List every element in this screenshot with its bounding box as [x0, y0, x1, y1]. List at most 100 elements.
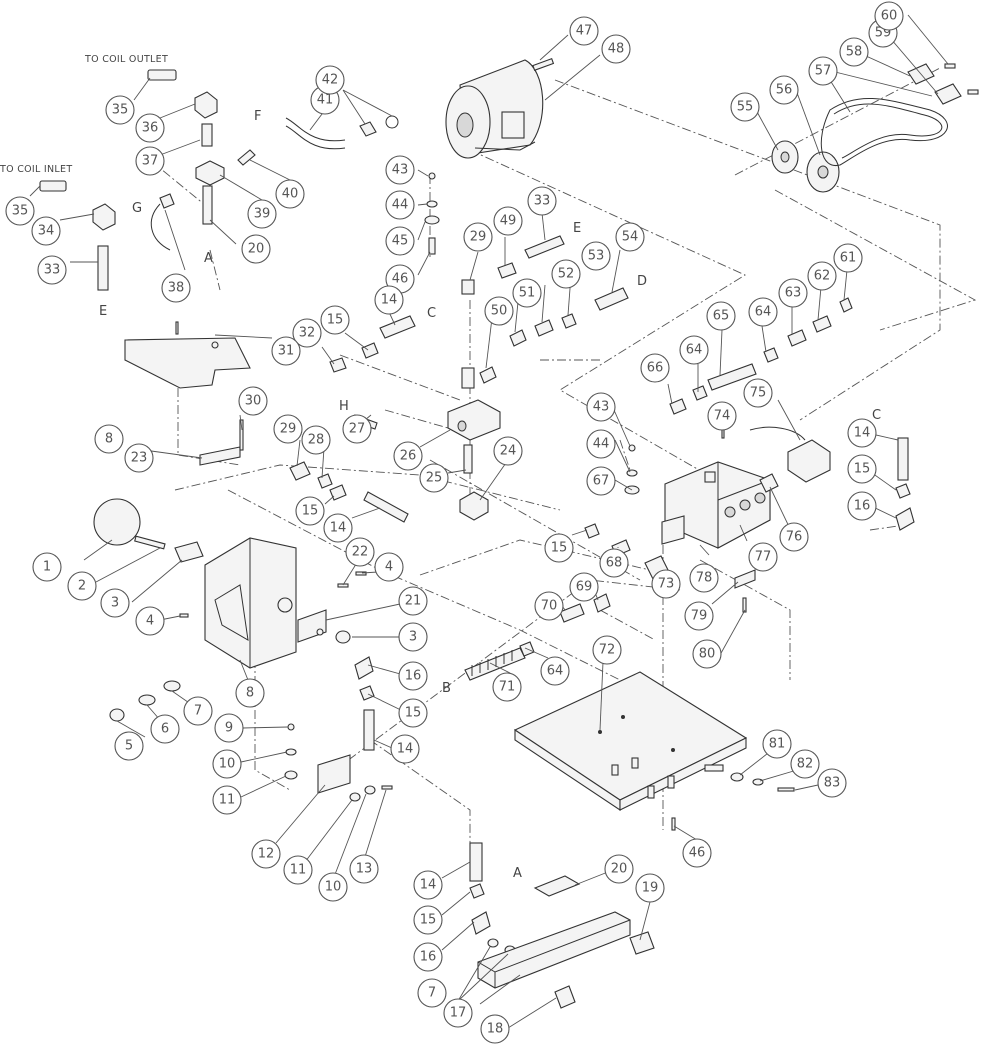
svg-text:22: 22 — [352, 545, 369, 560]
callout-65: 65 — [706, 301, 736, 331]
manifold-port-2 — [739, 499, 751, 511]
callout-10a: 10 — [212, 749, 242, 779]
svg-text:31: 31 — [278, 344, 295, 359]
callout-43b: 43 — [586, 392, 616, 422]
fitting-40 — [237, 149, 256, 166]
stem-25 — [463, 444, 473, 474]
svg-text:33: 33 — [534, 194, 551, 209]
nut-9 — [287, 723, 295, 731]
nut-64-upper — [692, 385, 708, 401]
svg-text:16: 16 — [405, 669, 422, 684]
svg-text:8: 8 — [246, 686, 254, 701]
valve-26 — [447, 399, 501, 441]
callout-5: 5 — [114, 731, 144, 761]
callout-15c: 15 — [398, 698, 428, 728]
svg-text:76: 76 — [786, 530, 803, 545]
callout-23: 23 — [124, 443, 154, 473]
svg-text:14: 14 — [397, 742, 414, 757]
callout-34: 34 — [31, 216, 61, 246]
svg-text:32: 32 — [299, 326, 316, 341]
svg-text:10: 10 — [219, 757, 236, 772]
svg-text:38: 38 — [168, 281, 185, 296]
standoff-1 — [611, 764, 619, 776]
svg-text:55: 55 — [737, 100, 754, 115]
bolt-46-lower — [671, 817, 676, 831]
tube-33-mid — [524, 235, 565, 259]
base-plate-top — [513, 671, 748, 801]
svg-text:14: 14 — [381, 293, 398, 308]
pump-foot — [661, 515, 685, 545]
tube-20-bottom — [533, 875, 581, 897]
letter-a-top: A — [204, 251, 213, 266]
coil-outlet-note: TO COIL OUTLET — [84, 54, 168, 65]
coil-fittings: TO COIL OUTLET TO COIL INLET — [0, 54, 399, 291]
plug-18 — [554, 985, 576, 1009]
callout-29b: 29 — [273, 414, 303, 444]
svg-text:64: 64 — [547, 664, 564, 679]
coil-inlet-note: TO COIL INLET — [0, 164, 72, 175]
svg-text:11: 11 — [290, 863, 307, 878]
svg-text:11: 11 — [219, 793, 236, 808]
callout-30: 30 — [238, 386, 268, 416]
valve-26-port — [457, 420, 467, 432]
callout-10b: 10 — [318, 872, 348, 902]
svg-text:73: 73 — [658, 577, 675, 592]
screw-60b — [967, 89, 979, 95]
screw-83 — [777, 787, 795, 792]
washer-7-a — [487, 938, 499, 948]
tube-14-mid — [363, 491, 409, 523]
svg-text:5: 5 — [125, 739, 133, 754]
callout-75: 75 — [743, 378, 773, 408]
callout-44a: 44 — [385, 190, 415, 220]
pulley-belt-assembly — [771, 63, 979, 193]
callout-44b: 44 — [586, 429, 616, 459]
callout-54: 54 — [615, 222, 645, 252]
callout-3b: 3 — [398, 622, 428, 652]
callout-37: 37 — [135, 146, 165, 176]
svg-text:45: 45 — [392, 234, 409, 249]
svg-text:52: 52 — [558, 267, 575, 282]
hose-g — [150, 203, 171, 251]
washer-10-left — [285, 748, 297, 756]
svg-text:67: 67 — [593, 474, 610, 489]
callout-9: 9 — [214, 713, 244, 743]
callout-68: 68 — [599, 548, 629, 578]
screw-31 — [175, 321, 179, 335]
svg-text:58: 58 — [846, 45, 863, 60]
washer-11-left — [284, 770, 298, 780]
callout-52: 52 — [551, 259, 581, 289]
callout-28: 28 — [301, 425, 331, 455]
callout-80: 80 — [692, 639, 722, 669]
unloader-wire — [749, 426, 806, 441]
svg-text:66: 66 — [647, 361, 664, 376]
svg-text:24: 24 — [500, 444, 517, 459]
letter-c-mid: C — [427, 306, 436, 321]
plate-21-hole — [316, 628, 324, 636]
svg-text:49: 49 — [500, 214, 517, 229]
screw-13 — [381, 785, 393, 790]
svg-text:25: 25 — [426, 471, 443, 486]
svg-text:80: 80 — [699, 647, 716, 662]
fitting-42 — [359, 121, 377, 137]
base-hole-3 — [671, 748, 675, 752]
callout-14c: 14 — [390, 734, 420, 764]
svg-text:8: 8 — [105, 432, 113, 447]
fitting-69 — [593, 593, 611, 613]
elbow-16-mid — [354, 656, 374, 680]
svg-text:81: 81 — [769, 737, 786, 752]
svg-text:21: 21 — [405, 594, 422, 609]
fitting-62 — [812, 315, 832, 333]
callout-42: 42 — [315, 65, 345, 95]
callout-1: 1 — [32, 552, 62, 582]
callout-25: 25 — [419, 463, 449, 493]
svg-text:72: 72 — [599, 643, 616, 658]
svg-text:14: 14 — [330, 521, 347, 536]
svg-text:46: 46 — [689, 846, 706, 861]
manifold-block-edges — [477, 919, 631, 988]
svg-text:34: 34 — [38, 224, 55, 239]
callout-61: 61 — [833, 243, 863, 273]
svg-text:70: 70 — [541, 599, 558, 614]
washer-44-right — [626, 469, 638, 477]
callout-7a: 7 — [183, 696, 213, 726]
